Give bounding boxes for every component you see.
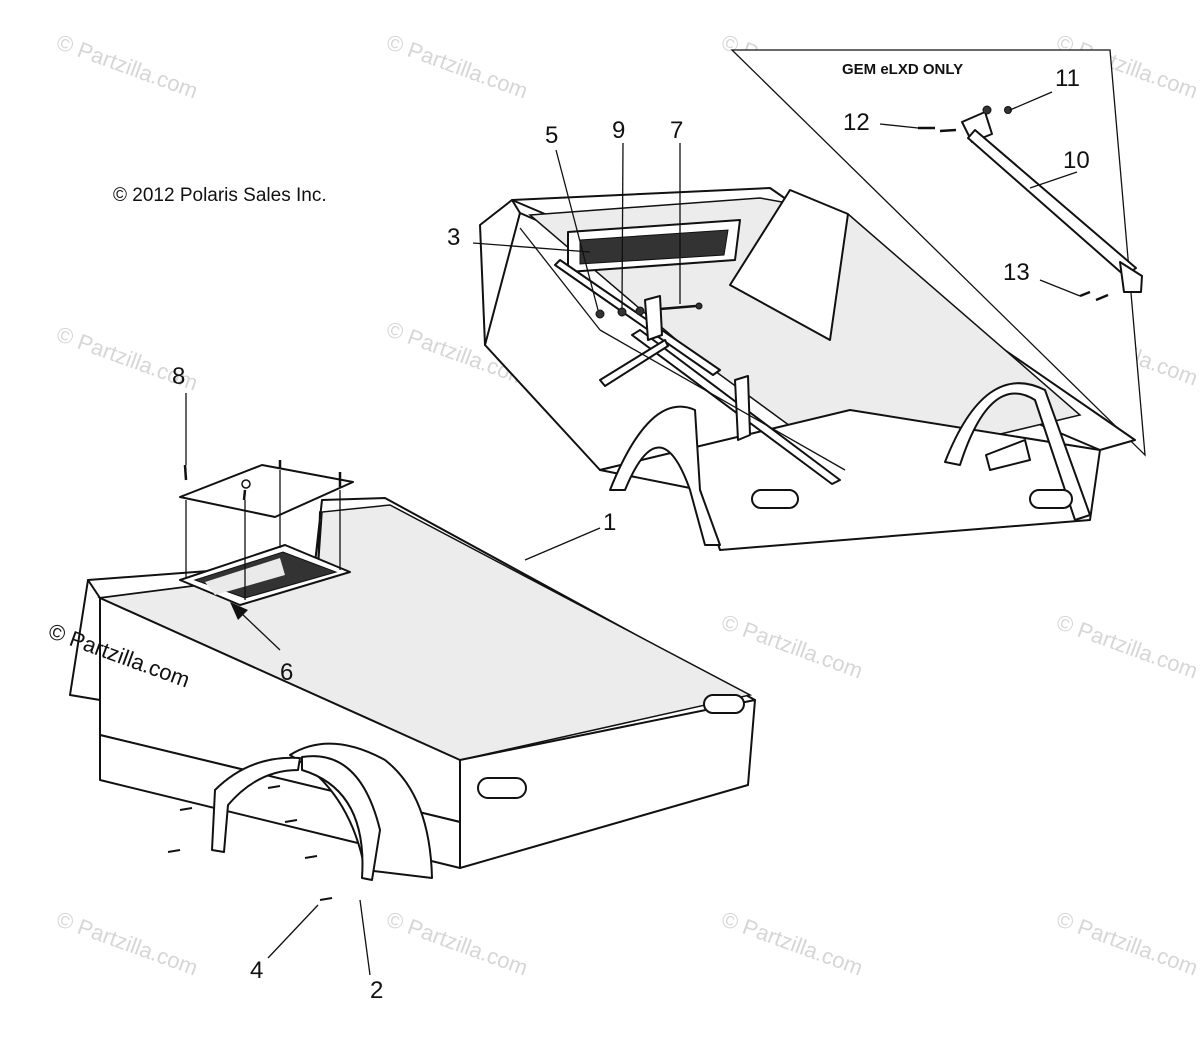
watermark: © Partzilla.com xyxy=(718,609,866,683)
watermark: © Partzilla.com xyxy=(53,29,201,103)
callout-2: 2 xyxy=(370,977,383,1004)
callout-9: 9 xyxy=(612,117,625,144)
callout-8: 8 xyxy=(172,363,185,390)
upper-cargo-bed: 3 5 9 7 xyxy=(447,117,1136,551)
bolts-part-13 xyxy=(1079,290,1109,302)
bolts-part-12 xyxy=(918,126,957,133)
inset-gem-elxd: GEM eLXD ONLY 11 12 10 13 xyxy=(730,49,1146,457)
callout-5: 5 xyxy=(545,122,558,149)
watermark: © Partzilla.com xyxy=(383,29,531,103)
callout-11: 11 xyxy=(1055,65,1080,92)
brace-part-10 xyxy=(961,105,1143,293)
watermark: © Partzilla.com xyxy=(1053,609,1200,683)
watermark: © Partzilla.com xyxy=(53,906,201,980)
inset-border xyxy=(730,49,1146,457)
watermark: © Partzilla.com xyxy=(1053,906,1200,980)
callout-7: 7 xyxy=(670,117,683,144)
callout-12: 12 xyxy=(843,109,870,136)
callout-6: 6 xyxy=(280,659,293,686)
watermark: © Partzilla.com xyxy=(383,906,531,980)
callout-3: 3 xyxy=(447,224,460,251)
callout-13: 13 xyxy=(1003,259,1030,286)
callout-10: 10 xyxy=(1063,147,1090,174)
copyright-notice: © 2012 Polaris Sales Inc. xyxy=(113,185,327,206)
watermark: © Partzilla.com xyxy=(718,906,866,980)
callout-4: 4 xyxy=(250,957,263,984)
callout-1: 1 xyxy=(603,509,616,536)
inset-title: GEM eLXD ONLY xyxy=(842,61,963,78)
lower-cargo-bed: 8 1 6 4 2 xyxy=(69,363,756,1004)
